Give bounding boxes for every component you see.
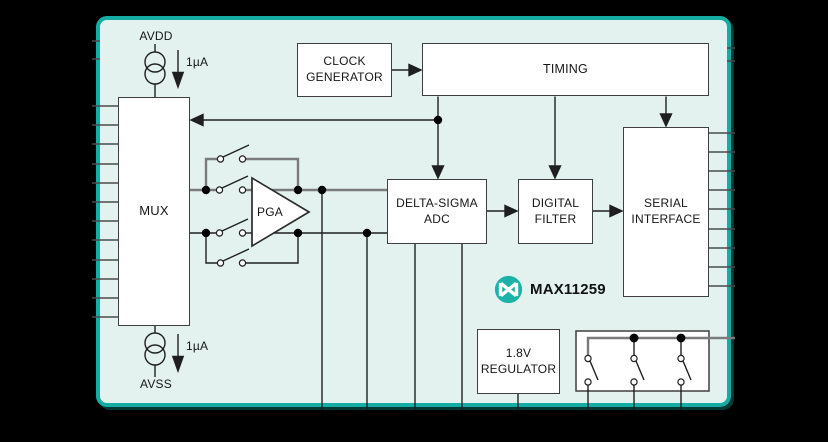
avss-current-source-icon <box>144 326 185 377</box>
avdd-label: AVDD <box>139 29 173 43</box>
arrowhead-filter-to-serial <box>609 204 624 218</box>
avdd-current-label: 1µA <box>186 55 209 69</box>
block-mux: MUX <box>118 97 190 326</box>
block-timing: TIMING <box>422 43 709 96</box>
block-regulator: 1.8V REGULATOR <box>477 329 560 394</box>
block-digital-filter: DIGITAL FILTER <box>518 179 593 244</box>
pga-amplifier-symbol <box>251 176 311 248</box>
arrowhead-into-mux <box>189 113 204 127</box>
arrowhead-into-digital-filter <box>548 165 562 180</box>
switch-icons <box>584 354 692 386</box>
timing-routing <box>189 63 673 218</box>
maxim-logo-icon <box>494 275 523 303</box>
pga-bottom-signal-path <box>190 232 387 264</box>
arrowhead-adc-to-filter <box>504 204 519 218</box>
arrowhead-clock-to-timing <box>408 63 423 77</box>
avss-label: AVSS <box>140 377 172 391</box>
part-number: MAX11259 <box>530 280 606 298</box>
switch-bank-block <box>575 330 735 410</box>
timing-label: TIMING <box>543 62 588 77</box>
avss-current-label: 1µA <box>186 339 209 353</box>
block-serial-interface: SERIAL INTERFACE <box>623 127 709 297</box>
junction-dot <box>629 333 639 343</box>
serial-interface-label: SERIAL INTERFACE <box>631 196 701 226</box>
regulator-label: 1.8V REGULATOR <box>480 345 557 376</box>
block-delta-sigma-adc: DELTA-SIGMA ADC <box>387 179 487 244</box>
current-arrow-down <box>171 355 185 374</box>
mux-input-pins <box>92 40 118 318</box>
bottom-external-lines <box>321 190 519 410</box>
junction-dot <box>676 333 686 343</box>
clock-generator-label: CLOCK GENERATOR <box>306 54 383 84</box>
block-clock-generator: CLOCK GENERATOR <box>297 43 392 97</box>
adc-label: DELTA-SIGMA ADC <box>396 195 478 226</box>
pga-input-switch-icons <box>215 144 250 267</box>
junction-dots <box>201 115 443 238</box>
arrowhead-into-serial-interface <box>659 113 673 128</box>
pga-top-signal-path <box>190 157 387 192</box>
current-arrow-down <box>171 71 185 90</box>
avdd-current-source-icon <box>144 44 185 97</box>
pga-label: PGA <box>257 205 283 219</box>
product-brand: MAX11259 <box>494 274 606 304</box>
digital-filter-label: DIGITAL FILTER <box>531 195 580 226</box>
arrowhead-into-adc <box>431 165 445 180</box>
mux-label: MUX <box>139 203 169 219</box>
serial-interface-pins <box>709 47 735 287</box>
